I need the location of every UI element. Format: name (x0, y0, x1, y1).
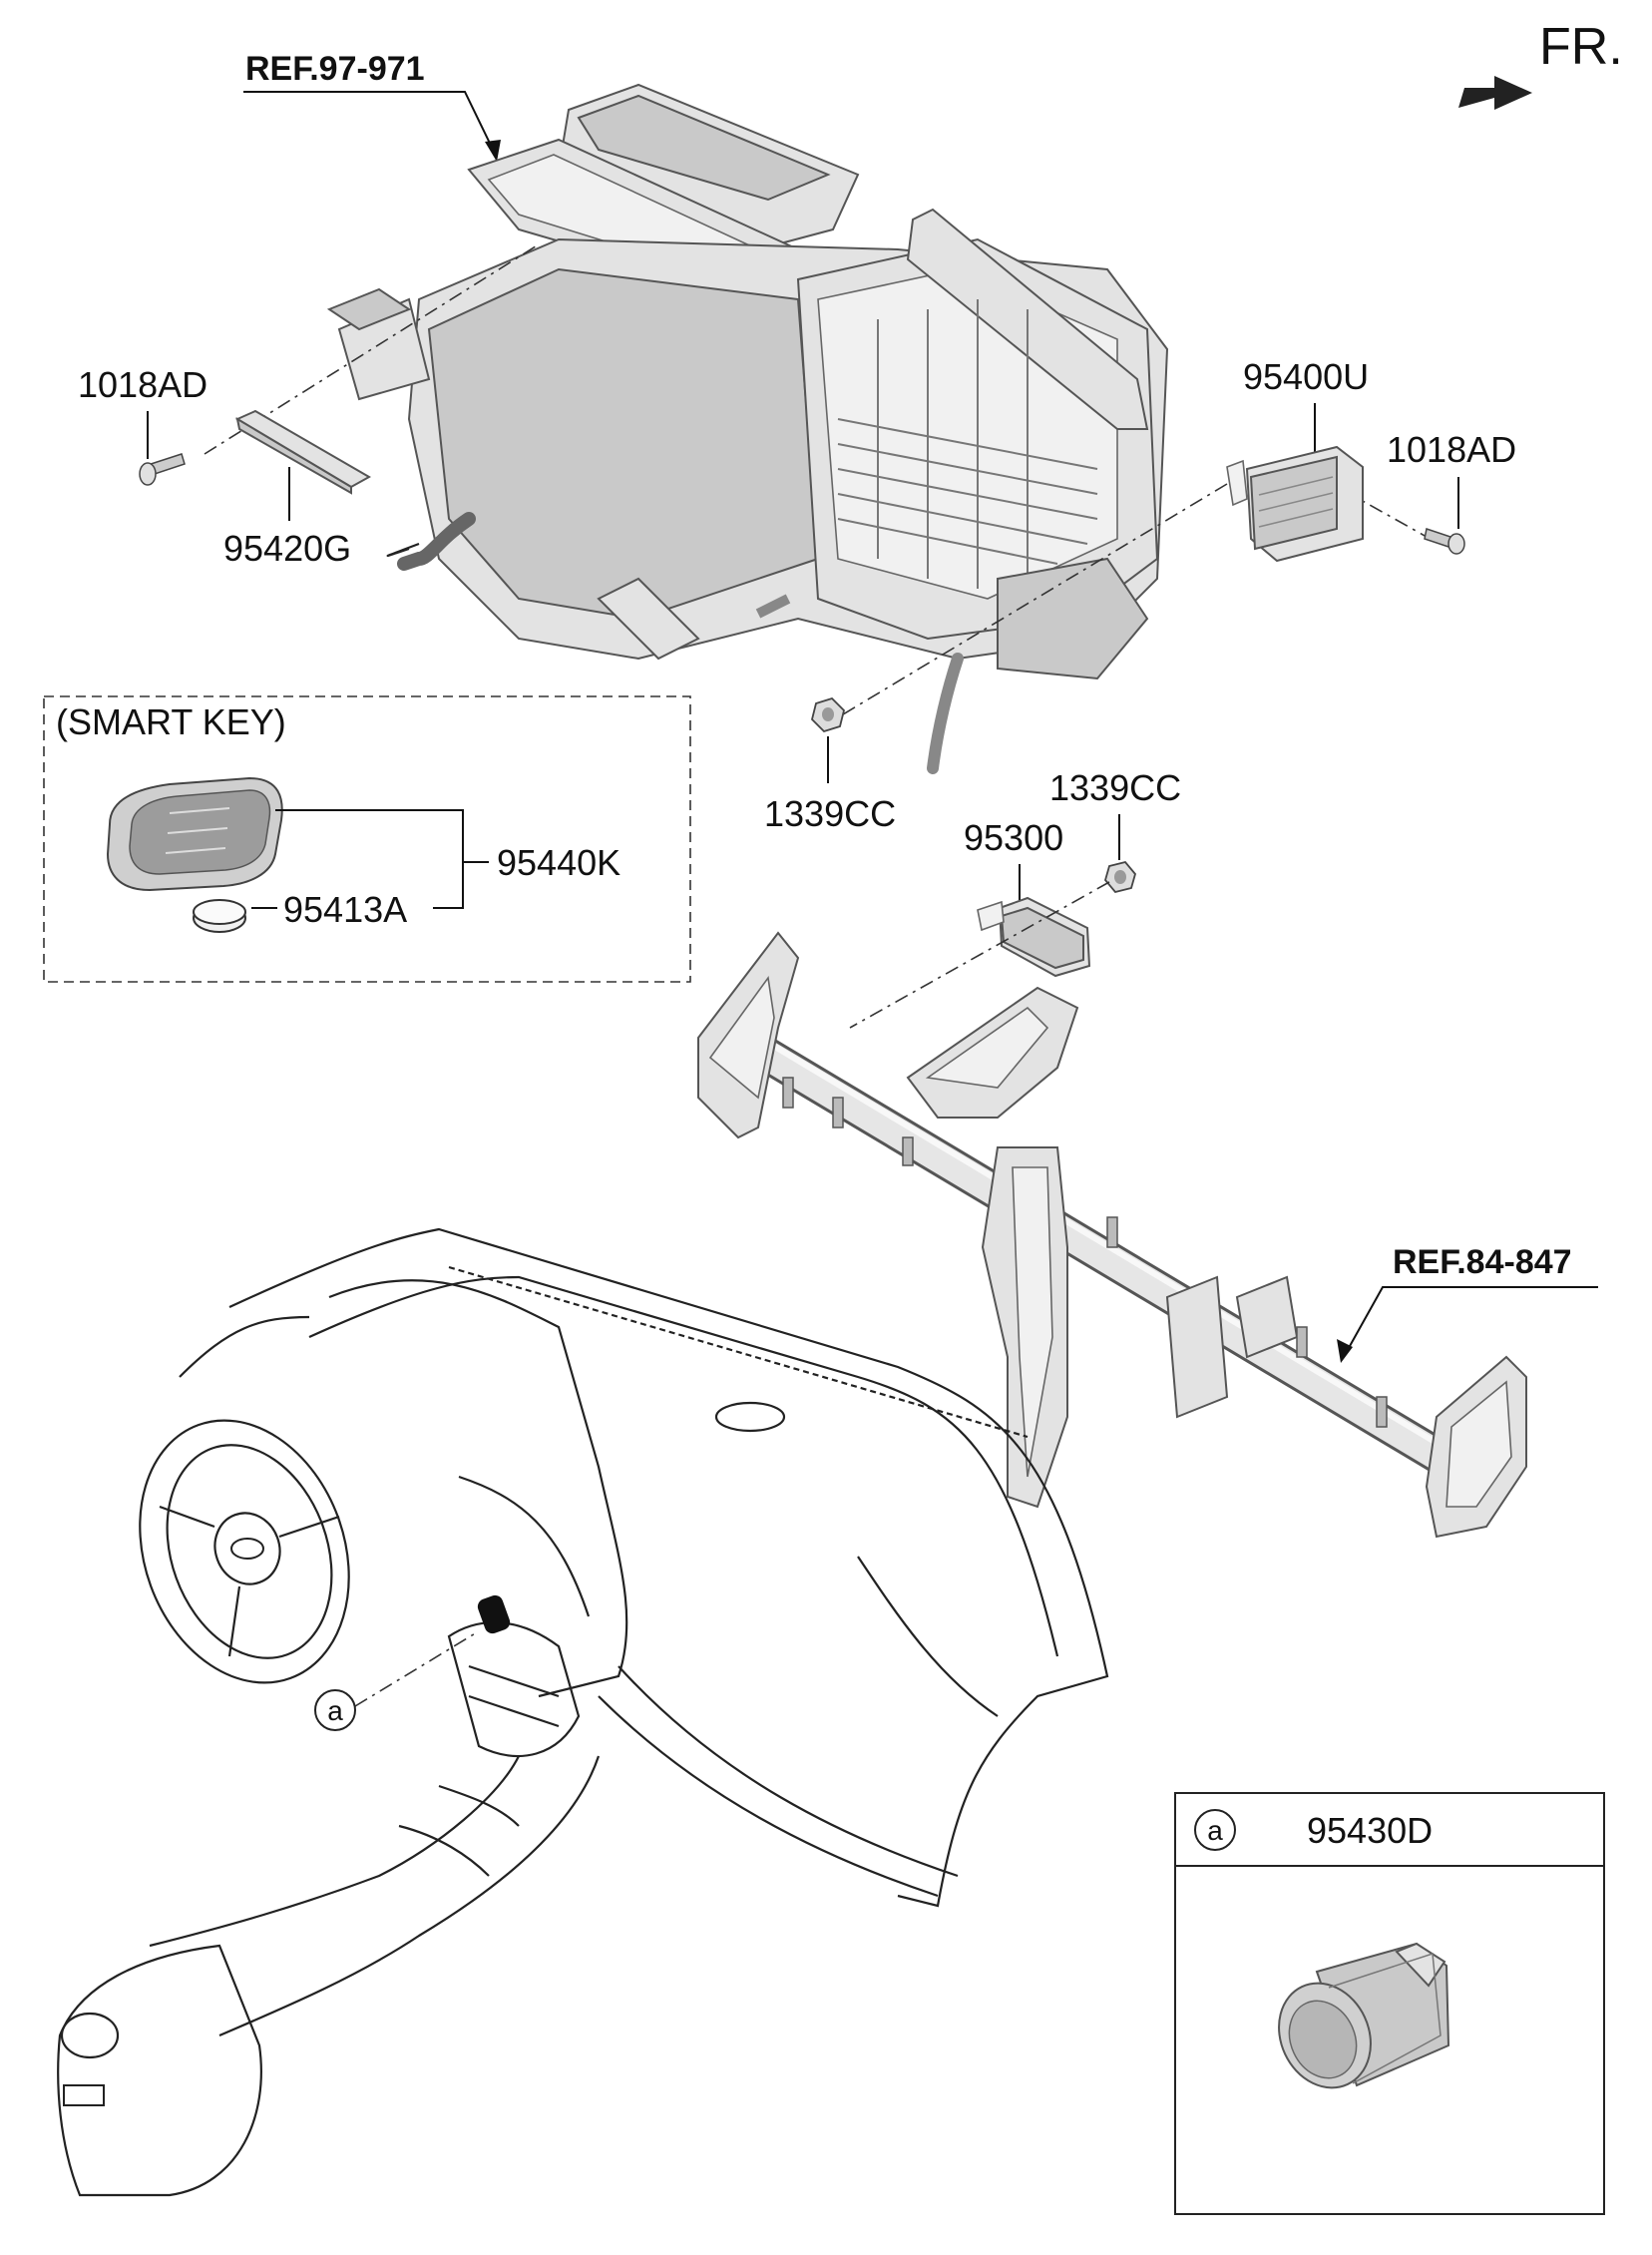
start-button-part-icon (1278, 1942, 1450, 2089)
module-label: 95400U (1243, 356, 1369, 397)
smart-key-box (43, 695, 691, 983)
battery-label: 95413A (283, 889, 407, 930)
ref-hvac-label: REF.97-971 (245, 50, 425, 88)
module-part: 95400U (1226, 356, 1369, 563)
screw-left-part: 1018AD (78, 364, 207, 486)
screw-right-label: 1018AD (1387, 429, 1516, 470)
hvac-unit-illustration (326, 83, 1169, 774)
detail-a-part-label: 95430D (1307, 1810, 1433, 1851)
battery-icon (193, 899, 246, 933)
logo-icon (230, 1538, 264, 1560)
ref-hvac-callout: REF.97-971 (243, 50, 501, 162)
antenna-label: 95420G (223, 528, 351, 569)
nut-1-label: 1339CC (764, 793, 896, 834)
callout-a-label: a (327, 1695, 343, 1726)
smart-key-fob-icon (106, 776, 283, 892)
nut-2-icon (1104, 860, 1136, 894)
screw-left-label: 1018AD (78, 364, 207, 405)
smart-key-label: 95440K (497, 842, 620, 883)
front-direction-label: FR. (1539, 18, 1623, 76)
front-arrow-icon (1458, 76, 1532, 110)
detail-a-callout: a (1207, 1815, 1223, 1846)
smart-key-title: (SMART KEY) (56, 701, 286, 742)
ref-crossmember-label: REF.84-847 (1393, 1243, 1572, 1281)
nut-2-label: 1339CC (1049, 767, 1181, 808)
smart-key-group: (SMART KEY) 95440K 95413A (43, 695, 691, 983)
unit-95300-label: 95300 (964, 817, 1063, 858)
antenna-icon (234, 409, 372, 495)
unit-95300-part: 95300 (964, 817, 1091, 978)
front-direction-indicator: FR. (1458, 18, 1623, 110)
screw-left-icon (139, 453, 186, 486)
unit-95300-icon (977, 896, 1091, 978)
unit-95300-assembly-line (849, 881, 1110, 1029)
screw-right-icon (1424, 528, 1465, 555)
ref-crossmember-callout: REF.84-847 (1337, 1243, 1598, 1363)
nut-1-part: 1339CC (764, 696, 896, 834)
screw-right-part: 1018AD (1387, 429, 1516, 555)
module-assembly-line (827, 483, 1228, 724)
nut-2-part: 1339CC (1049, 767, 1181, 894)
module-icon (1226, 445, 1364, 563)
nut-1-icon (811, 696, 845, 733)
antenna-part: 95420G (223, 409, 372, 569)
dashboard-illustration: a (57, 1227, 1109, 2197)
screw-right-assembly-line (1344, 490, 1428, 538)
detail-a-box: a 95430D (1174, 1792, 1605, 2215)
crossmember-illustration (697, 931, 1527, 1539)
start-button-location-icon (477, 1594, 511, 1634)
